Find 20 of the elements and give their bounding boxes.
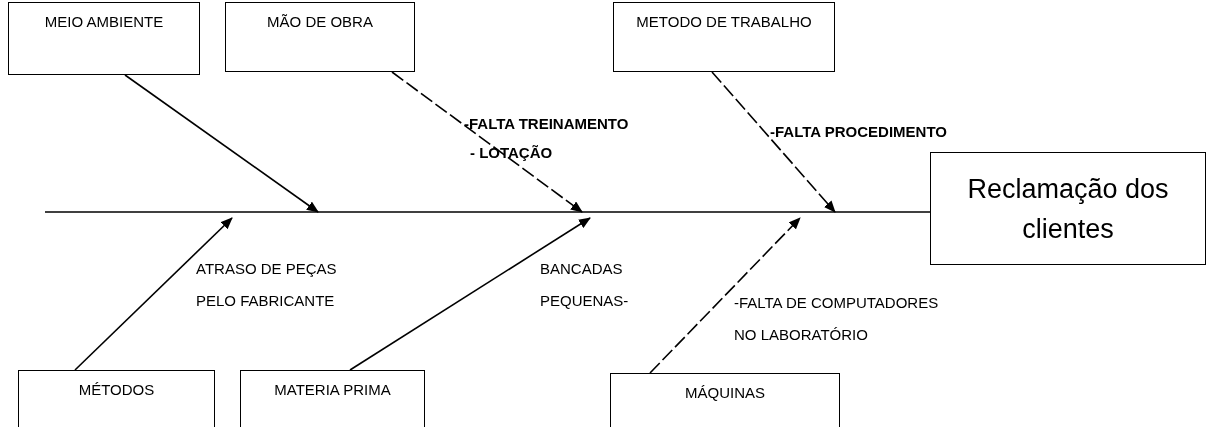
category-box: MATERIA PRIMA	[240, 370, 425, 427]
arrow	[391, 71, 583, 213]
arrow	[649, 217, 801, 374]
arrow	[349, 217, 591, 371]
cause-label: ATRASO DE PEÇAS PELO FABRICANTE	[196, 259, 338, 311]
category-box: METODO DE TRABALHO	[613, 2, 835, 72]
arrow	[74, 217, 233, 371]
arrow	[124, 74, 319, 213]
cause-label: -FALTA PROCEDIMENTO	[770, 122, 948, 142]
spine-line	[44, 211, 931, 213]
category-box: MEIO AMBIENTE	[8, 2, 200, 75]
category-box: MÃO DE OBRA	[225, 2, 415, 72]
category-box: MÁQUINAS	[610, 373, 840, 427]
cause-label: -FALTA TREINAMENTO	[464, 114, 630, 134]
category-box: MÉTODOS	[18, 370, 215, 427]
arrow	[711, 71, 836, 213]
cause-label: BANCADAS PEQUENAS-	[540, 259, 630, 311]
cause-label: -FALTA DE COMPUTADORES NO LABORATÓRIO	[734, 293, 940, 345]
effect-box: Reclamação dos clientes	[930, 152, 1206, 265]
cause-label: - LOTAÇÃO	[470, 143, 554, 163]
